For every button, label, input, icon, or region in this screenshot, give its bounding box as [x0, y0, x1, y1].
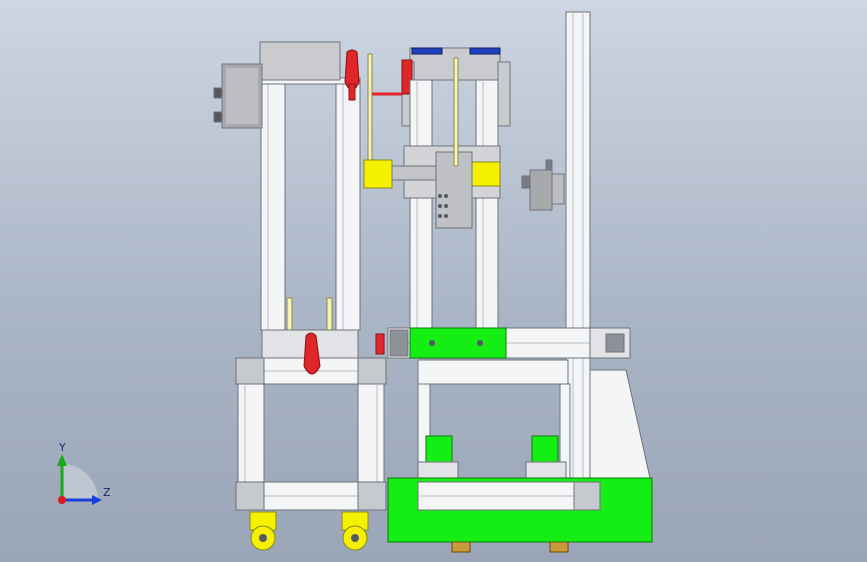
- left-guide-rod: [367, 53, 373, 165]
- axis-z-label: Z: [103, 486, 111, 499]
- green-mount-block: [409, 327, 507, 359]
- left-lower-bracket-2: [326, 297, 333, 331]
- orientation-triad: [57, 454, 102, 505]
- left-motor-unit: [213, 63, 263, 129]
- axis-y-label: Y: [59, 441, 66, 454]
- left-casters: [249, 511, 369, 551]
- upper-handle: [344, 49, 360, 101]
- lower-handle: [303, 332, 321, 375]
- left-lower-bracket: [286, 297, 293, 331]
- left-upper-frame: [260, 77, 361, 331]
- left-top-cap: [259, 41, 341, 81]
- right-motor-unit: [521, 159, 565, 211]
- right-lower-frame: [387, 359, 653, 553]
- middle-crossbar: [387, 327, 631, 359]
- carriage-assembly: [363, 47, 511, 331]
